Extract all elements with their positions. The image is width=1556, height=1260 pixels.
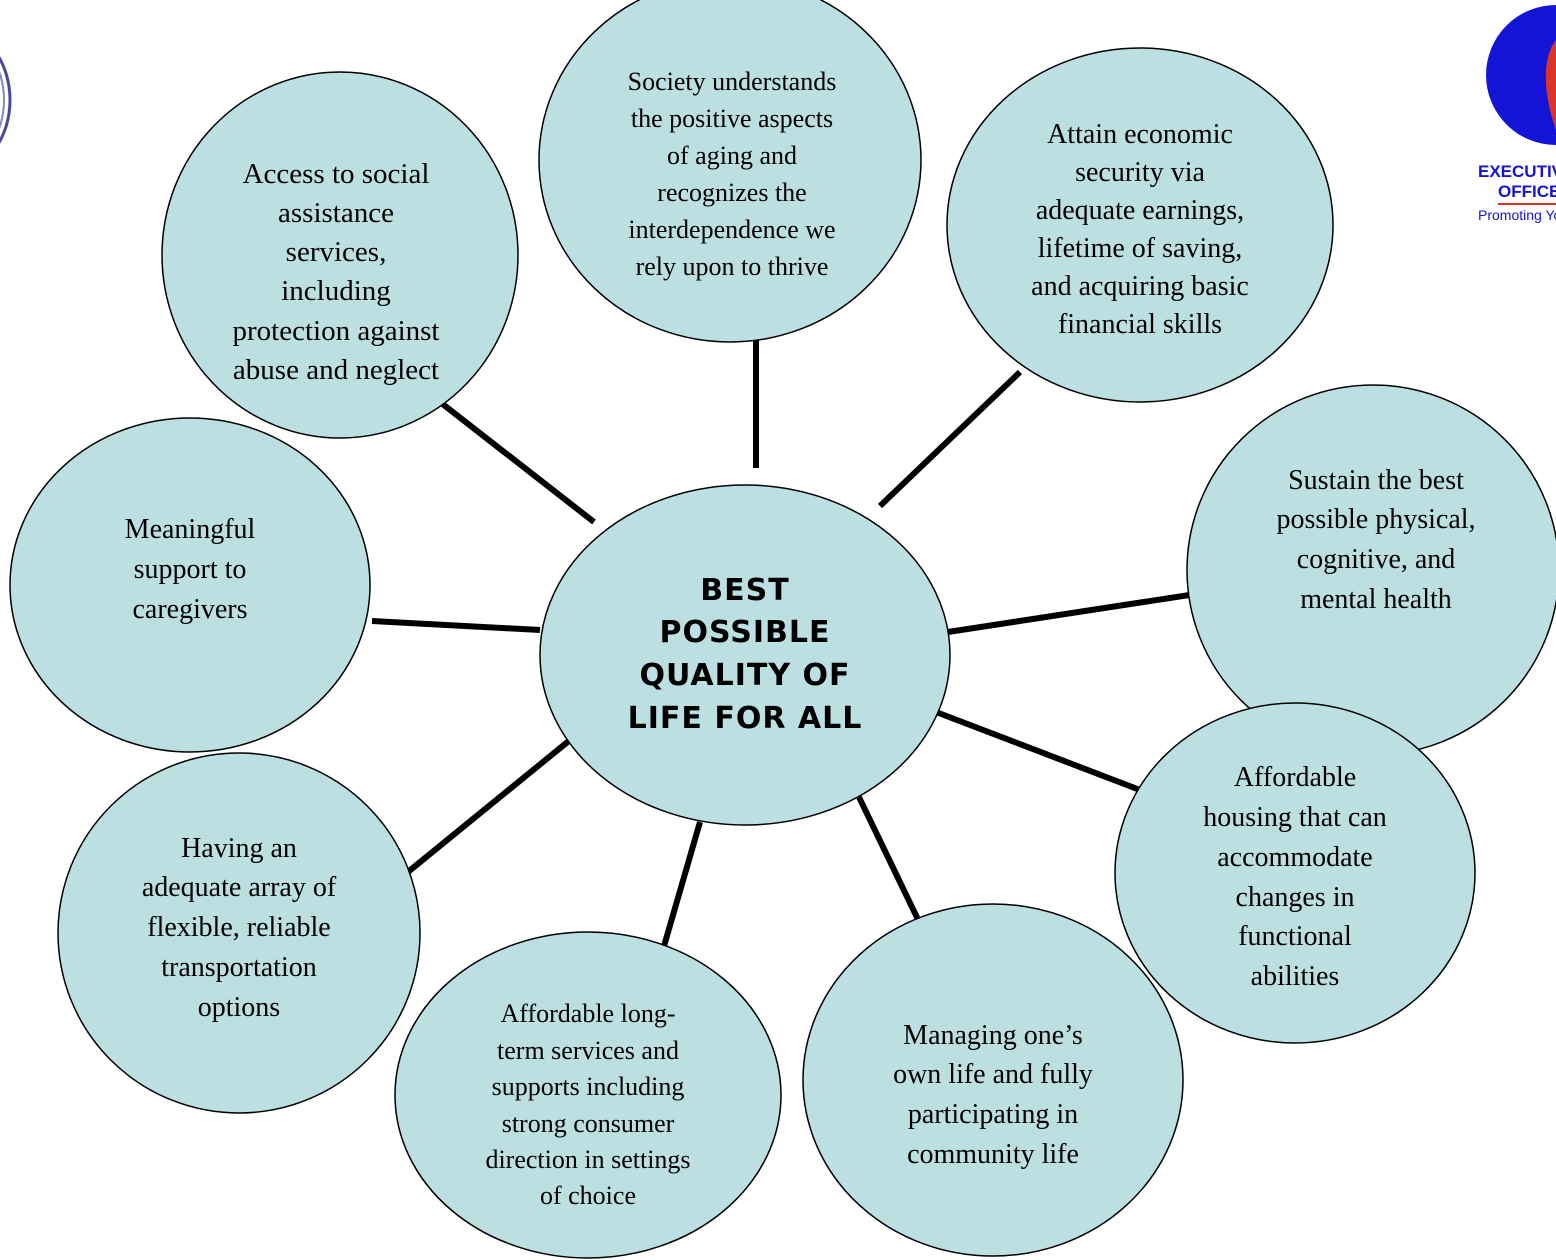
node-line: the positive aspects xyxy=(630,104,834,134)
node-line: Affordable xyxy=(1233,762,1357,794)
node-line: strong consumer xyxy=(501,1108,675,1138)
node-line: interdependence we xyxy=(628,214,836,244)
bubble-societal-understanding xyxy=(538,0,922,343)
bubble-long-term-services xyxy=(394,931,782,1259)
node-line: assistance xyxy=(278,197,394,230)
node-line: caregivers xyxy=(132,593,248,625)
node-line: abilities xyxy=(1250,961,1340,992)
node-line: participating in xyxy=(907,1099,1079,1130)
node-line: cognitive, and xyxy=(1296,544,1456,575)
node-line: transportation xyxy=(161,951,317,983)
node-line: recognizes the xyxy=(657,178,807,207)
seal-logo-fragment xyxy=(0,56,12,144)
center-label-line: QUALITY OF xyxy=(639,658,851,693)
node-line: Sustain the best xyxy=(1288,464,1464,496)
center-label-line: LIFE FOR ALL xyxy=(627,700,863,736)
connector-caregiver-support xyxy=(371,618,541,633)
connector-housing xyxy=(934,709,1142,793)
node-line: services, xyxy=(285,236,387,269)
agency-logo: EXECUTIVE OFFICE OF Promoting Yo xyxy=(1468,0,1556,240)
node-line: Access to social xyxy=(242,158,430,190)
node-line: Managing one’s xyxy=(903,1019,1083,1051)
node-economic-security: Attain economic security via adequate ea… xyxy=(990,105,1290,355)
node-line: support to xyxy=(133,554,247,586)
bubble-caregiver-support xyxy=(9,417,371,753)
connector-community-life xyxy=(855,793,927,934)
center-label-line: BEST xyxy=(700,572,790,608)
node-societal-understanding: Society understands the positive aspects… xyxy=(582,55,882,295)
node-line: accommodate xyxy=(1217,841,1373,873)
logo-line-1: EXECUTIVE xyxy=(1478,162,1556,181)
node-line: financial skills xyxy=(1057,309,1223,341)
connector-long-term-services xyxy=(659,821,703,954)
bubbles xyxy=(9,0,1556,1259)
node-line: mental health xyxy=(1300,583,1452,615)
node-line: rely upon to thrive xyxy=(635,251,829,281)
node-line: protection against xyxy=(232,314,440,347)
node-line: lifetime of saving, xyxy=(1037,233,1243,264)
node-line: adequate earnings, xyxy=(1035,194,1245,226)
node-line: community life xyxy=(907,1138,1079,1170)
node-line: Society understands xyxy=(627,67,837,97)
node-community-life: Managing one’s own life and fully partic… xyxy=(843,1010,1143,1180)
node-line: and acquiring basic xyxy=(1031,271,1249,303)
node-caregiver-support: Meaningful support to caregivers xyxy=(60,505,320,635)
connector-health xyxy=(947,591,1197,635)
center-label-line: POSSIBLE xyxy=(659,615,831,651)
center-label: BEST POSSIBLE QUALITY OF LIFE FOR ALL xyxy=(560,540,930,770)
node-line: term services and xyxy=(497,1035,679,1065)
node-line: of choice xyxy=(539,1181,636,1211)
node-line: Attain economic xyxy=(1047,118,1233,150)
connector-economic-security xyxy=(877,369,1023,509)
agency-logo-graphic xyxy=(1486,5,1556,145)
node-line: functional xyxy=(1238,921,1352,953)
connector-lines xyxy=(371,338,1197,954)
node-line: adequate array of xyxy=(141,872,337,904)
node-social-assistance: Access to social assistance services, in… xyxy=(186,155,486,387)
node-line: own life and fully xyxy=(893,1059,1093,1091)
node-line: possible physical, xyxy=(1276,504,1476,536)
bubble-community-life xyxy=(802,903,1184,1257)
node-line: abuse and neglect xyxy=(232,353,440,386)
bubble-economic-security xyxy=(946,47,1334,403)
center-bubble xyxy=(539,484,951,826)
node-line: including xyxy=(281,275,391,308)
node-line: changes in xyxy=(1235,881,1355,913)
node-line: Meaningful xyxy=(124,514,256,546)
node-line: Having an xyxy=(181,832,297,864)
connector-transportation xyxy=(401,737,572,879)
node-line: flexible, reliable xyxy=(147,912,331,944)
node-long-term-services: Affordable long- term services and suppo… xyxy=(433,993,743,1218)
node-line: options xyxy=(197,991,281,1023)
node-line: security via xyxy=(1075,156,1205,188)
node-line: supports including xyxy=(491,1072,685,1102)
node-transportation: Having an adequate array of flexible, re… xyxy=(94,828,384,1028)
bubble-social-assistance xyxy=(161,71,519,439)
logo-line-2: OFFICE OF xyxy=(1498,182,1556,205)
node-line: Affordable long- xyxy=(500,999,676,1029)
node-line: housing that can xyxy=(1203,802,1387,833)
node-housing: Affordable housing that can accommodate … xyxy=(1150,755,1440,1000)
bubble-transportation xyxy=(57,752,421,1114)
logo-line-3: Promoting Yo xyxy=(1478,207,1556,223)
connector-social-assistance xyxy=(438,399,596,525)
node-line: direction in settings xyxy=(485,1144,691,1174)
node-line: of aging and xyxy=(667,141,797,171)
node-health: Sustain the best possible physical, cogn… xyxy=(1226,455,1526,625)
bubble-housing xyxy=(1114,702,1476,1044)
